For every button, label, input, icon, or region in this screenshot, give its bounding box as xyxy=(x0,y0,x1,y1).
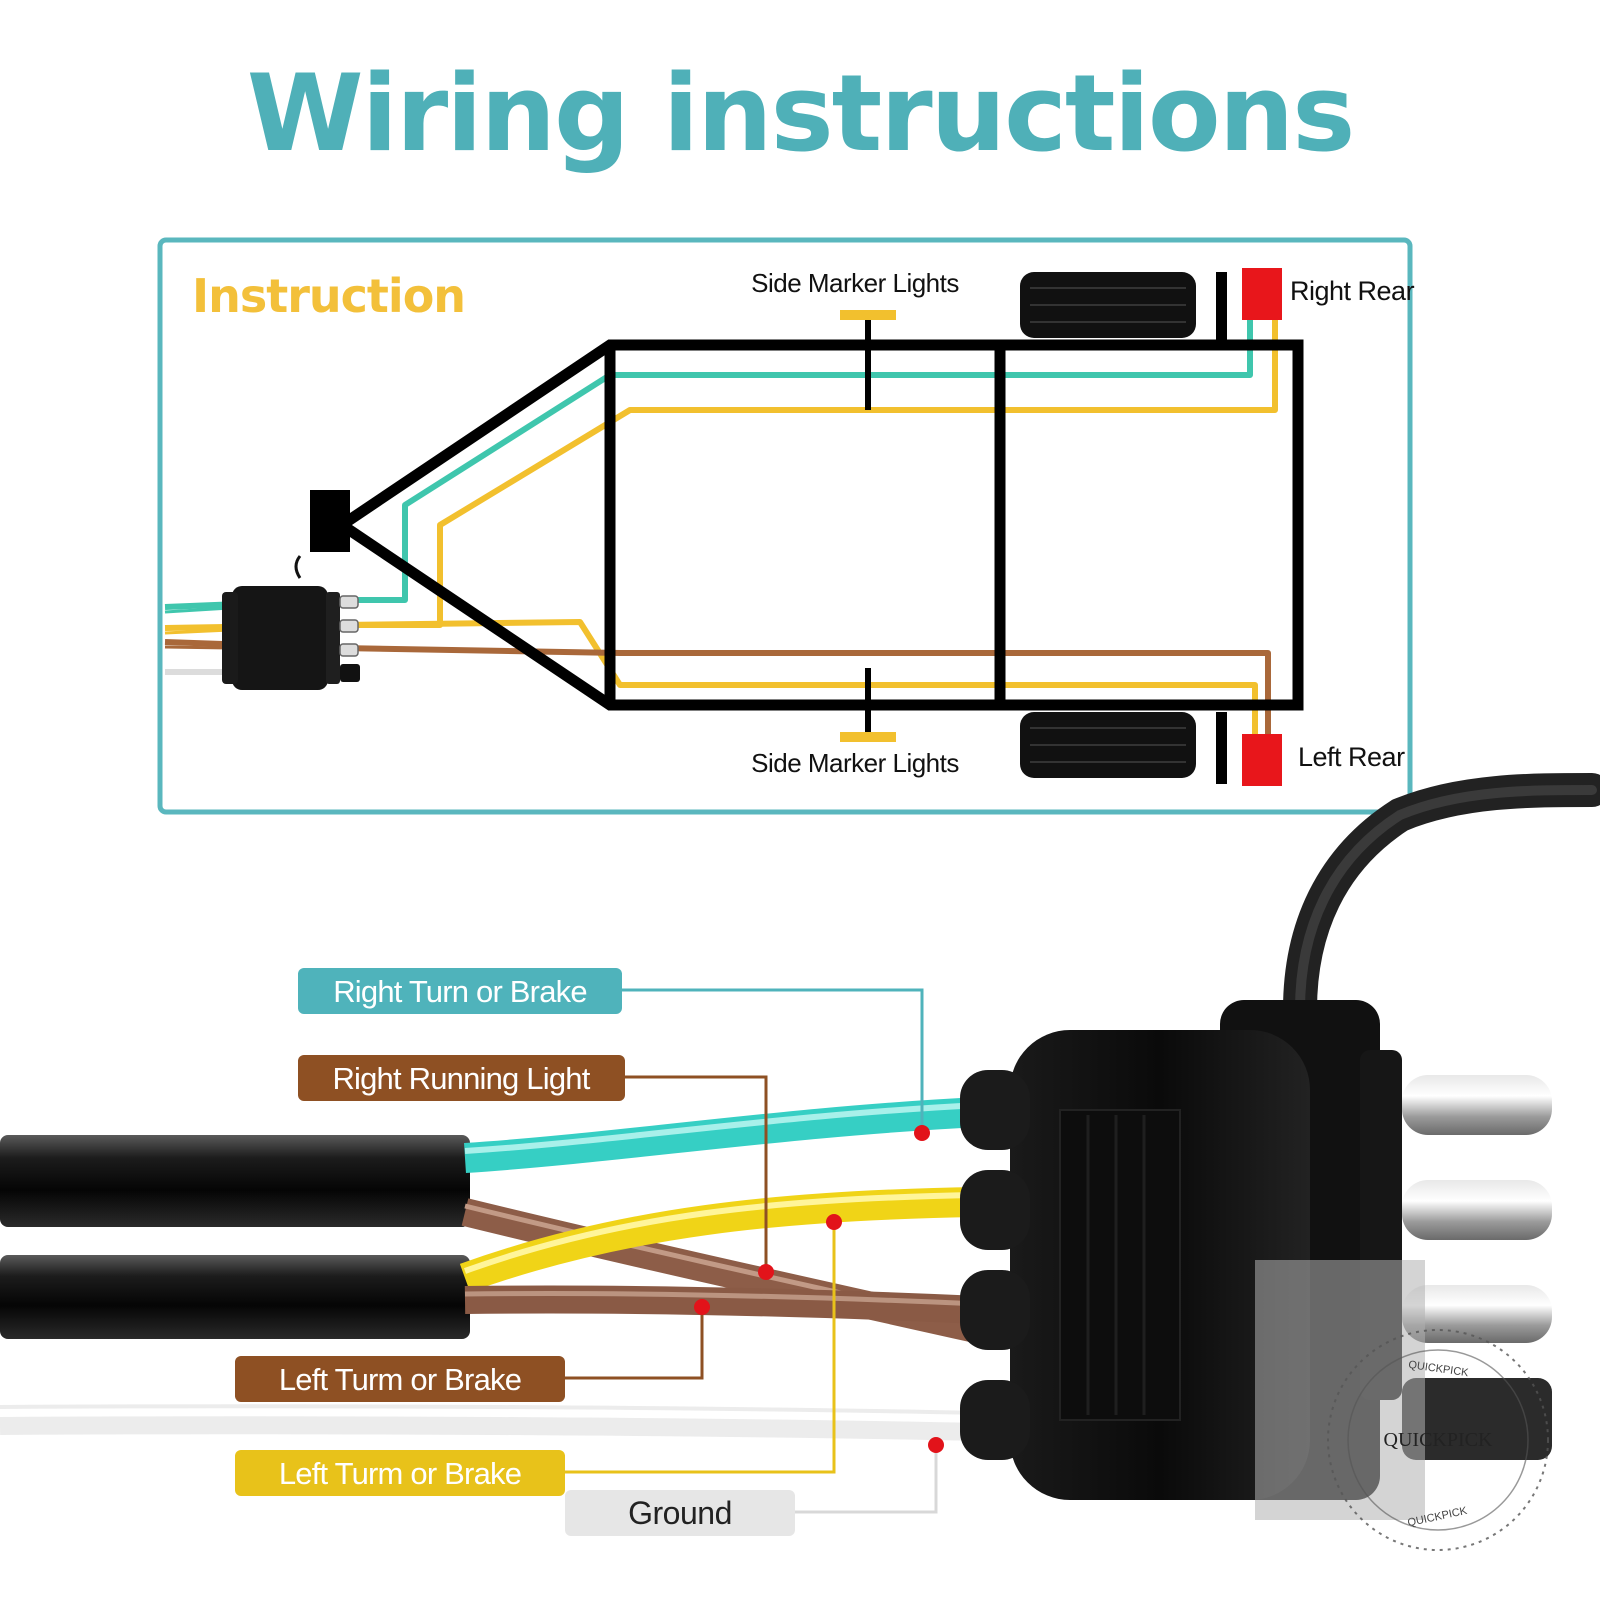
leader-right-running xyxy=(625,1075,768,1272)
connector-illustration: QUICKPICK QUICKPICK QUICKPICK xyxy=(0,773,1600,1551)
callout-right-turn-text: Right Turn or Brake xyxy=(333,974,587,1009)
leader-right-turn xyxy=(622,988,924,1130)
callout-left-turn-brown: Left Turm or Brake xyxy=(235,1356,565,1402)
lower-cable-jacket xyxy=(0,1255,470,1339)
side-marker-lamp-icon xyxy=(840,310,896,320)
marker-dot xyxy=(928,1437,944,1453)
callout-right-running: Right Running Light xyxy=(298,1055,625,1101)
hitch-block xyxy=(310,490,350,552)
watermark-brand: QUICKPICK xyxy=(1384,1429,1493,1451)
tail-lamp-icon xyxy=(1242,734,1282,786)
trailer-frame xyxy=(338,339,1304,711)
tire-icon xyxy=(1020,272,1196,338)
bottom-marker-label: Side Marker Lights xyxy=(751,748,959,778)
marker-dot xyxy=(694,1299,710,1315)
tire-icon xyxy=(1020,712,1196,778)
panel-border xyxy=(157,237,1413,815)
connector-plug-icon xyxy=(222,555,360,690)
teal-wire xyxy=(464,1097,981,1173)
callout-ground: Ground xyxy=(565,1490,795,1536)
marker-dot xyxy=(826,1214,842,1230)
leader-left-turn-brown xyxy=(565,1307,704,1380)
callout-right-turn: Right Turn or Brake xyxy=(298,968,622,1014)
brown-wire-lower xyxy=(464,1285,981,1324)
upper-cable-jacket xyxy=(0,1135,470,1227)
marker-dot xyxy=(914,1125,930,1141)
side-marker-lamp-icon xyxy=(840,732,896,742)
page-title: Wiring instructions xyxy=(247,52,1354,175)
callout-left-turn-brown-text: Left Turm or Brake xyxy=(279,1362,521,1397)
white-wire xyxy=(0,1404,981,1441)
callout-right-running-text: Right Running Light xyxy=(332,1061,590,1096)
callout-ground-text: Ground xyxy=(628,1495,732,1531)
watermark: QUICKPICK QUICKPICK QUICKPICK xyxy=(1255,1260,1549,1551)
tail-lamp-icon xyxy=(1242,268,1282,320)
top-marker-label: Side Marker Lights xyxy=(751,268,959,298)
side-marker-bottom xyxy=(840,668,896,742)
side-marker-top xyxy=(840,310,896,410)
callout-left-turn-yellow: Left Turm or Brake xyxy=(235,1450,565,1496)
connector-pins xyxy=(1402,1075,1552,1460)
connector-tail-cord xyxy=(1283,773,1600,1027)
marker-dot xyxy=(758,1264,774,1280)
leader-left-turn-yellow xyxy=(565,1222,836,1474)
leader-ground xyxy=(795,1445,938,1514)
right-rear-label: Right Rear xyxy=(1290,276,1415,306)
callout-left-turn-yellow-text: Left Turm or Brake xyxy=(279,1456,521,1491)
yellow-wire xyxy=(459,1187,981,1293)
panel-heading: Instruction xyxy=(192,269,465,323)
left-rear-label: Left Rear xyxy=(1298,742,1405,772)
instruction-panel: Instruction xyxy=(157,237,1415,815)
